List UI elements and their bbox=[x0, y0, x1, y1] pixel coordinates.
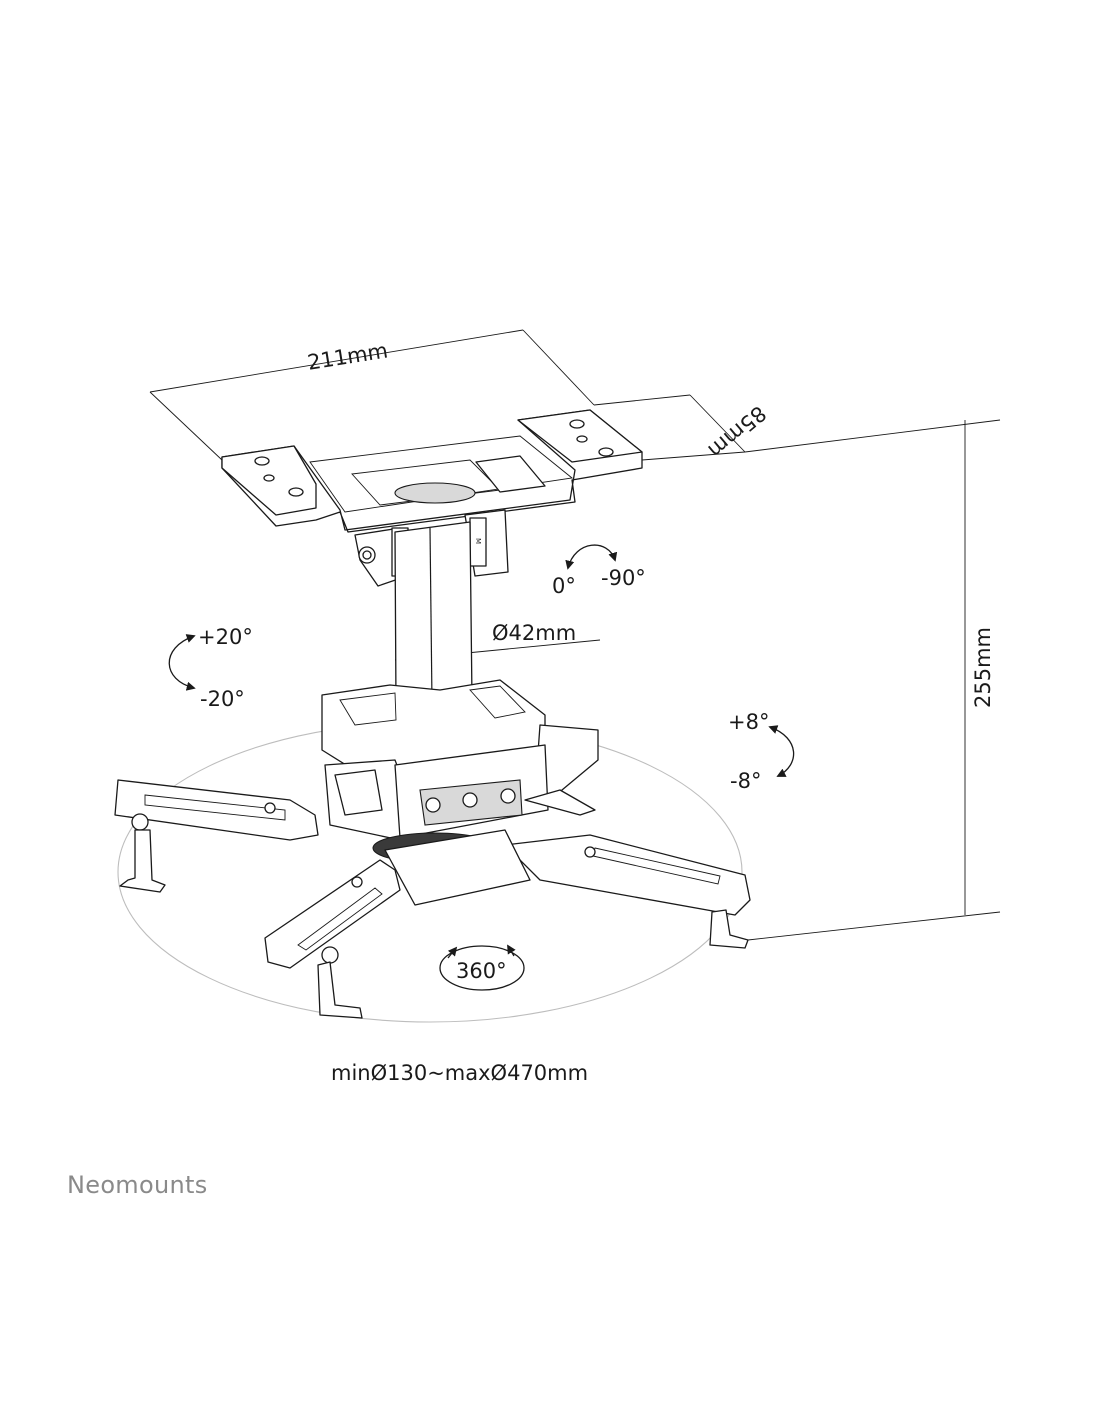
range-label: minØ130~maxØ470mm bbox=[331, 1061, 588, 1085]
depth-top-label: 85mm bbox=[703, 401, 770, 463]
right-clamp-mark: M bbox=[474, 538, 482, 544]
swivel-up-label: +8° bbox=[728, 710, 769, 734]
brand-logo: Neomounts bbox=[67, 1171, 208, 1199]
pole-diameter-label: Ø42mm bbox=[492, 621, 576, 645]
dimension-lines bbox=[149, 329, 1001, 941]
swivel-down-label: -8° bbox=[730, 769, 761, 793]
tilt-up-label: +20° bbox=[198, 625, 253, 649]
height-label: 255mm bbox=[971, 627, 995, 708]
rotate-start-label: 0° bbox=[552, 574, 576, 598]
adapter-arms bbox=[114, 779, 751, 1019]
rotation-label: 360° bbox=[456, 959, 507, 983]
width-top-label: 211mm bbox=[306, 338, 390, 374]
ceiling-plate bbox=[221, 409, 643, 533]
rotate-end-label: -90° bbox=[601, 566, 646, 590]
tilt-down-label: -20° bbox=[200, 687, 245, 711]
pole bbox=[394, 521, 473, 706]
tilt-head bbox=[321, 679, 599, 864]
rotation-arrows bbox=[168, 544, 795, 991]
